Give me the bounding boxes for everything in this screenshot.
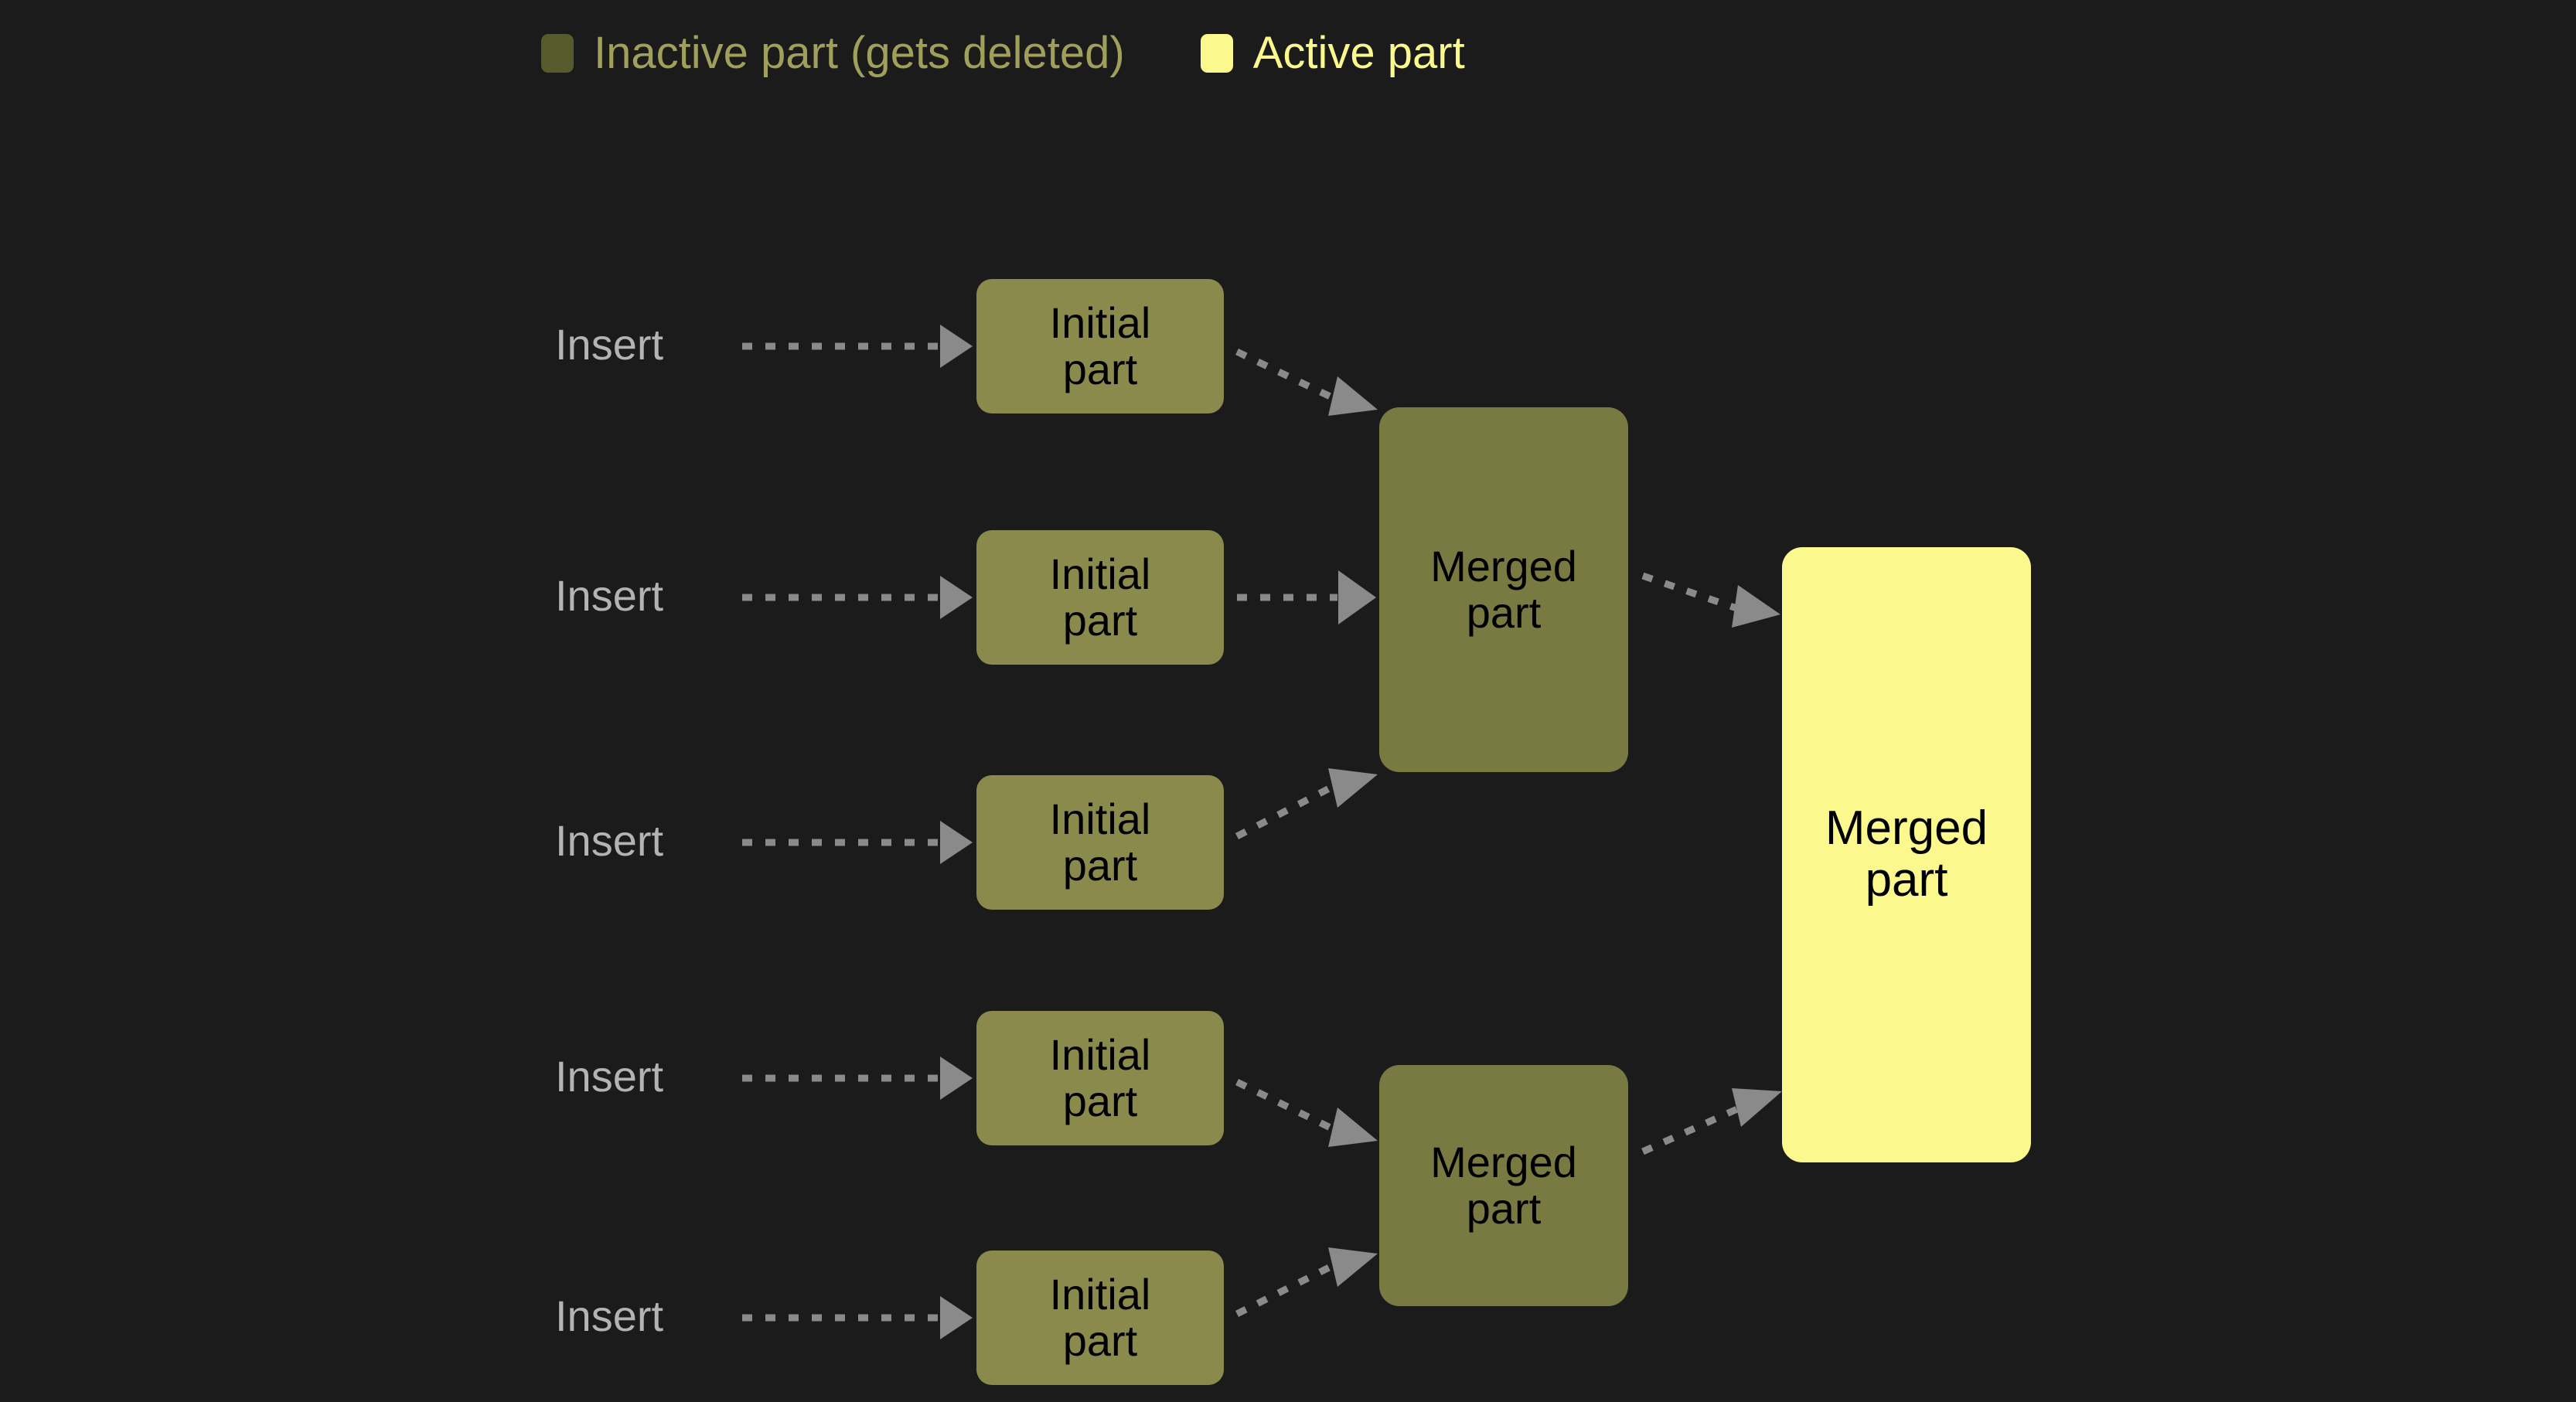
inactive-part-swatch-icon <box>541 34 574 73</box>
arrow-initial-5-to-merged-bottom <box>1235 1247 1378 1318</box>
arrow-initial-2-to-merged-top <box>1237 570 1376 624</box>
arrow-insert-to-initial-3 <box>742 821 973 864</box>
insert-label-5: Insert <box>555 1291 664 1340</box>
arrow-initial-4-to-merged-bottom <box>1235 1078 1378 1147</box>
legend-item-inactive: Inactive part (gets deleted) <box>541 31 1125 76</box>
initial-part-box-4[interactable]: Initial part <box>976 1011 1224 1145</box>
insert-label-4: Insert <box>555 1052 664 1101</box>
arrow-initial-3-to-merged-top <box>1235 768 1378 839</box>
insert-label-1: Insert <box>555 320 664 369</box>
insert-label-3: Insert <box>555 816 664 865</box>
legend: Inactive part (gets deleted) Active part <box>541 22 1465 85</box>
active-part-swatch-icon <box>1200 34 1233 73</box>
legend-spacer <box>1125 53 1201 54</box>
legend-item-active: Active part <box>1200 28 1465 78</box>
arrow-insert-to-initial-2 <box>742 576 973 619</box>
legend-label-active: Active part <box>1252 28 1465 78</box>
merged-part-box-top[interactable]: Merged part <box>1379 407 1628 772</box>
arrow-insert-to-initial-1 <box>742 325 973 368</box>
initial-part-box-3[interactable]: Initial part <box>976 775 1224 910</box>
merged-part-box-bottom[interactable]: Merged part <box>1379 1065 1628 1306</box>
arrow-insert-to-initial-4 <box>742 1057 973 1100</box>
initial-part-box-2[interactable]: Initial part <box>976 530 1224 665</box>
arrow-merged-top-to-active <box>1641 572 1780 628</box>
insert-label-2: Insert <box>555 571 664 620</box>
initial-part-box-5[interactable]: Initial part <box>976 1251 1224 1385</box>
legend-label-inactive: Inactive part (gets deleted) <box>594 28 1125 78</box>
arrow-insert-to-initial-5 <box>742 1296 973 1339</box>
arrow-merged-bottom-to-active <box>1641 1088 1782 1155</box>
arrow-initial-1-to-merged-top <box>1235 348 1378 416</box>
initial-part-box-1[interactable]: Initial part <box>976 279 1224 413</box>
merged-part-box-active[interactable]: Merged part <box>1782 547 2031 1162</box>
